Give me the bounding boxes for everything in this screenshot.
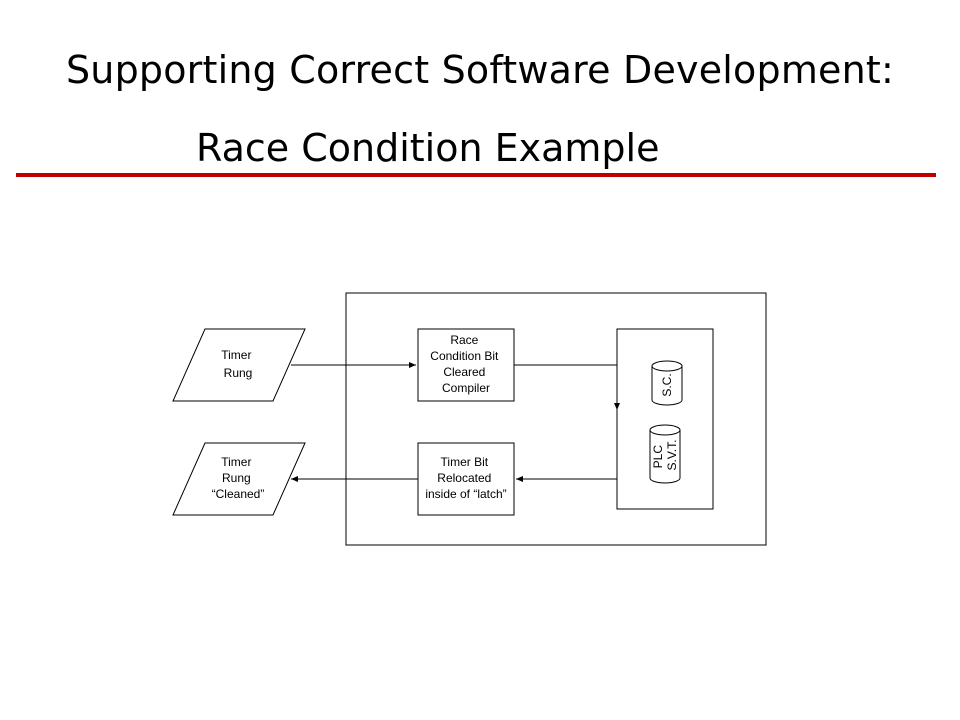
compiler-box-label: Race Condition Bit Cleared Compiler (430, 333, 501, 395)
timer-rung-output-line: “Cleaned” (212, 487, 265, 501)
arrow-compiler-to-plc (514, 364, 620, 410)
timer-rung-input-label: Timer Rung (221, 348, 255, 380)
relocate-box-line: Relocated (437, 471, 491, 485)
timer-rung-input (172, 328, 306, 402)
compiler-box-line: Race (450, 333, 478, 347)
timer-bit-relocated-box (417, 442, 515, 516)
sc-cylinder-label: S.C. (660, 373, 674, 396)
relocate-box-label: Timer Bit Relocated inside of “latch” (425, 455, 506, 501)
sc-cylinder: S.C. (651, 360, 683, 406)
compiler-box-line: Cleared (443, 365, 485, 379)
plc-cylinder-line: PLC (651, 445, 665, 469)
compiler-box-line: Compiler (442, 381, 490, 395)
relocate-box-line: Timer Bit (441, 455, 489, 469)
plc-cylinder-line: S.V.T. (665, 440, 679, 471)
timer-rung-output-line: Rung (222, 471, 251, 485)
relocate-box-line: inside of “latch” (425, 487, 506, 501)
race-condition-compiler-box (417, 328, 515, 402)
compiler-box-line: Condition Bit (430, 349, 499, 363)
timer-rung-input-line: Rung (224, 366, 253, 380)
title-underline (16, 173, 936, 177)
timer-rung-output-line: Timer (221, 455, 251, 469)
timer-rung-input-line: Timer (221, 348, 251, 362)
timer-rung-cleaned-output (172, 442, 306, 516)
plc-svt-cylinder: PLC S.V.T. (649, 424, 681, 484)
plc-svt-cylinder-label: PLC S.V.T. (651, 440, 679, 471)
timer-rung-output-label: Timer Rung “Cleaned” (212, 455, 265, 501)
slide-title-line-2: Race Condition Example (196, 126, 660, 170)
slide-title-line-1: Supporting Correct Software Development: (65, 48, 895, 92)
